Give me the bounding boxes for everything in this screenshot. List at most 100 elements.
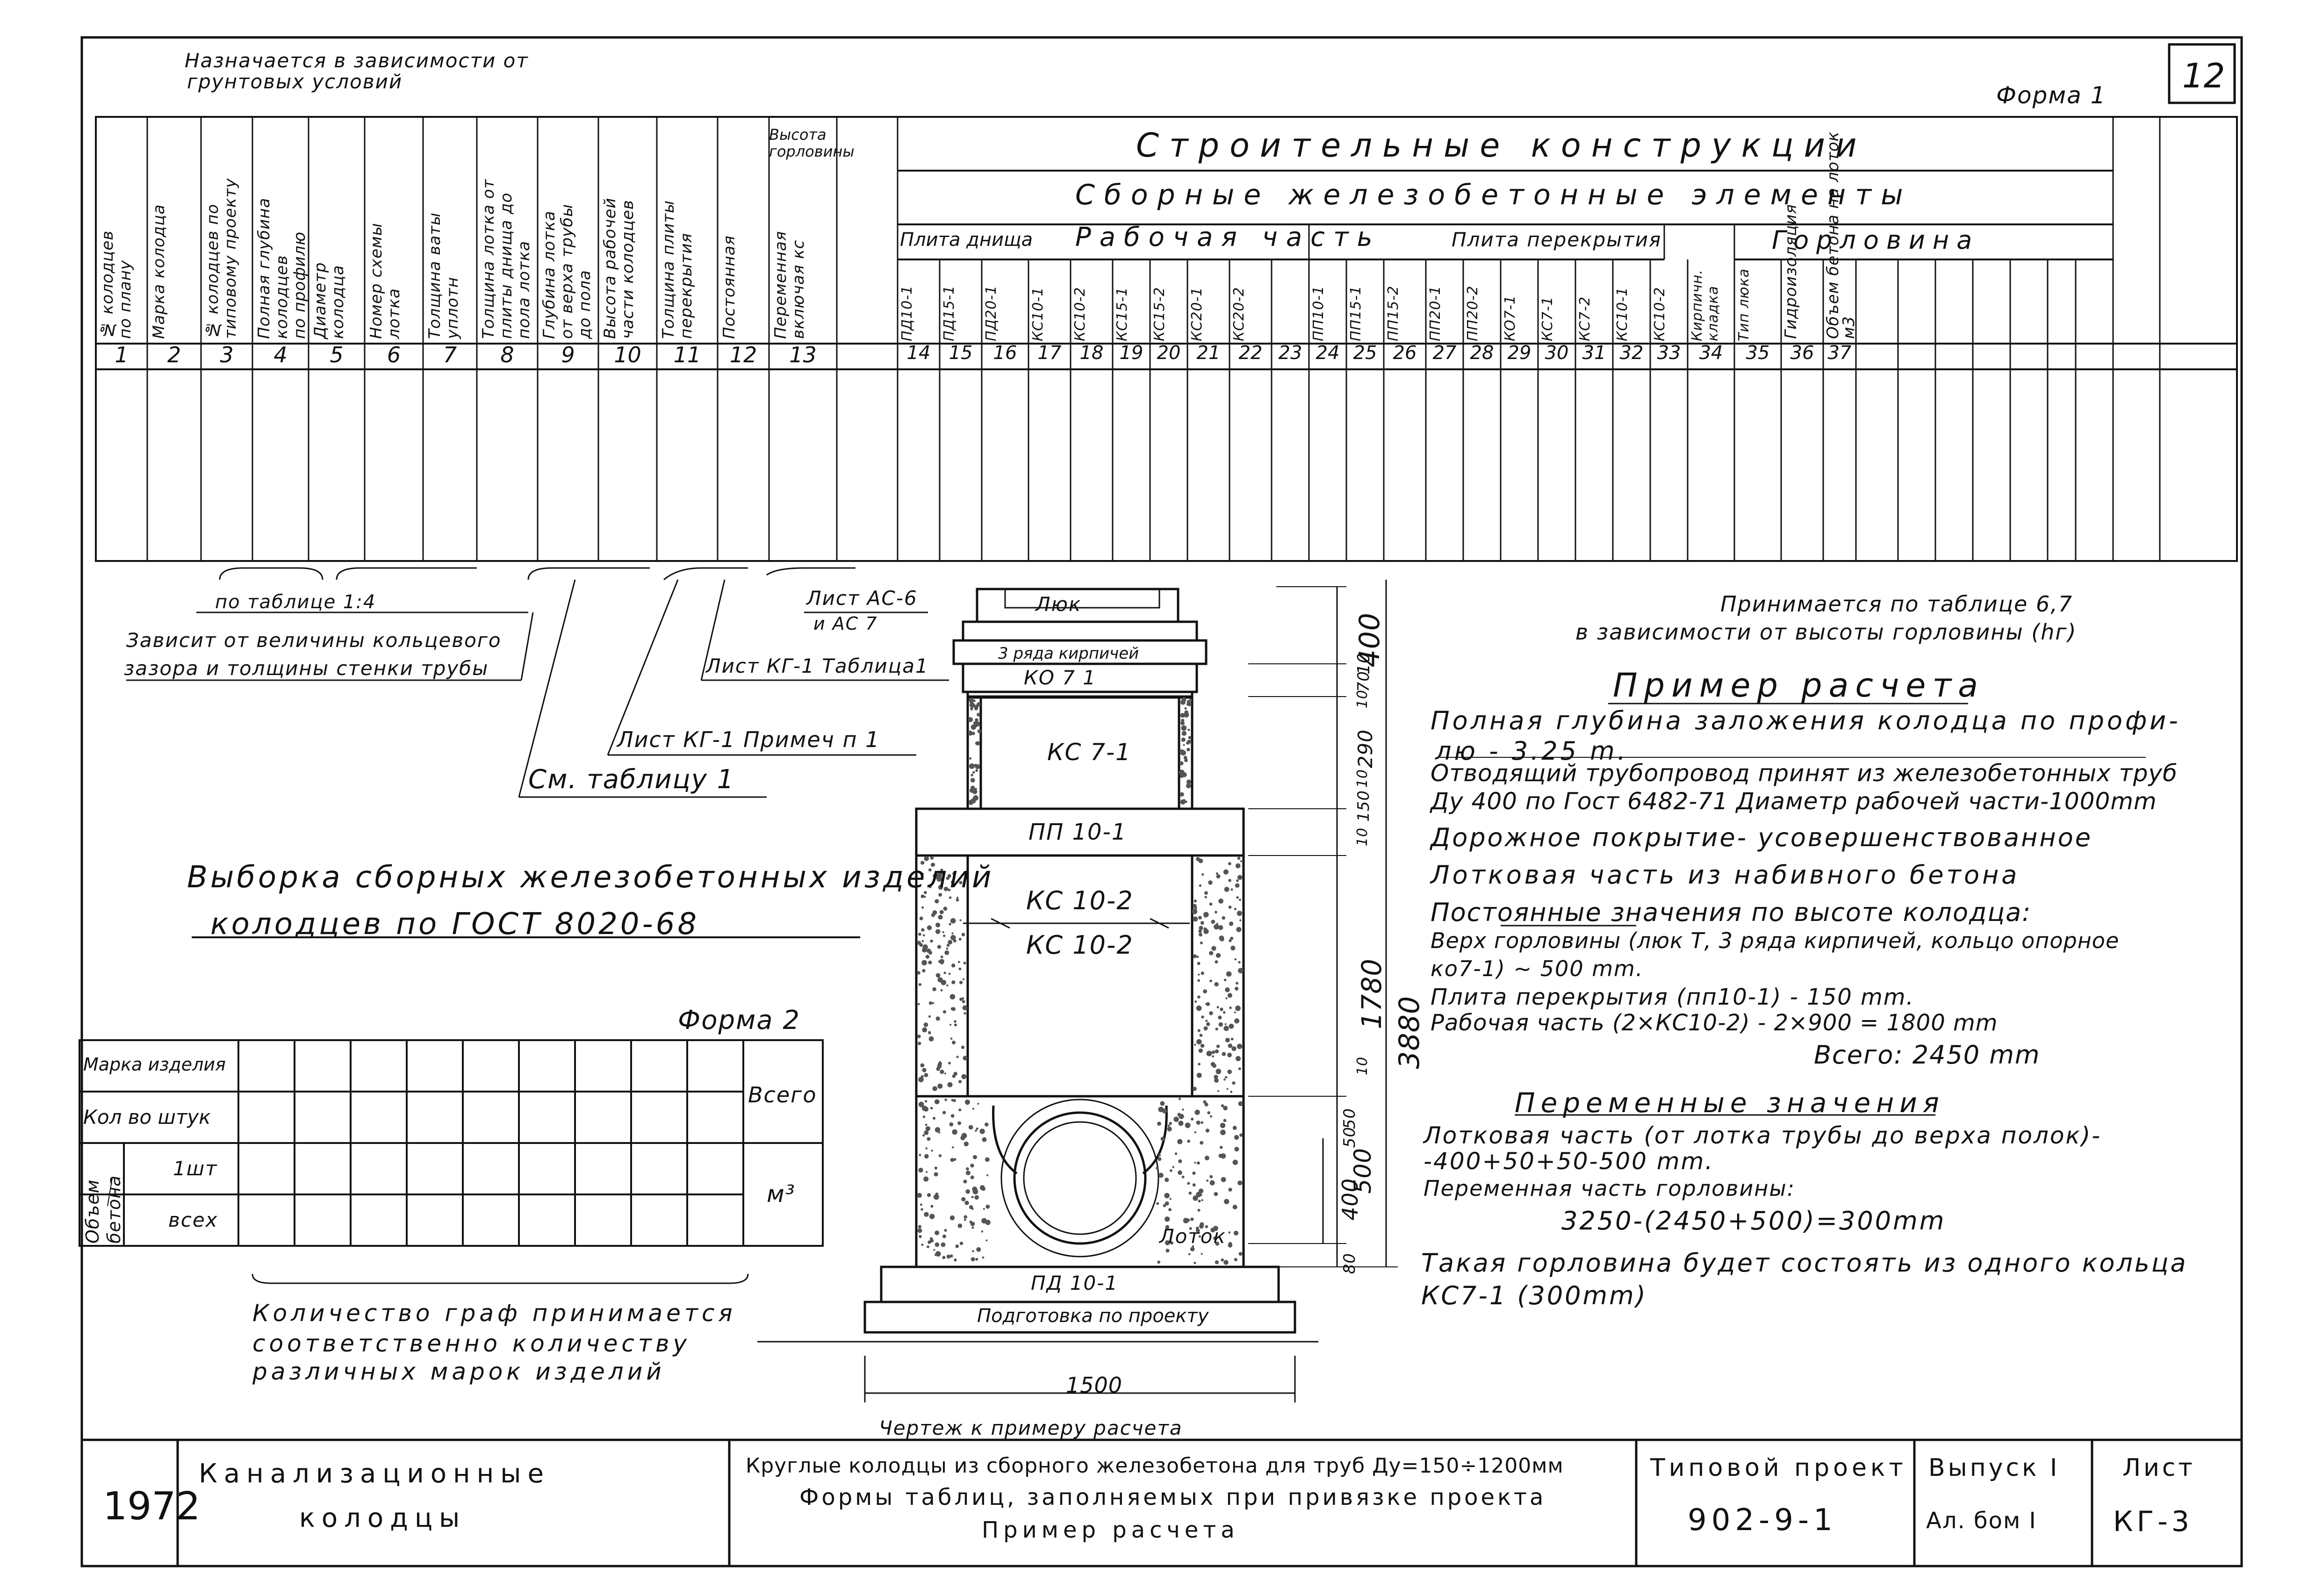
form2-unit: м³: [767, 1180, 796, 1208]
form2-all: всех: [168, 1208, 218, 1231]
dimension-label: 150: [1354, 790, 1373, 822]
tb-title-1: Круглые колодцы из сборного железобетона…: [746, 1454, 1564, 1478]
column-number: 28: [1470, 342, 1494, 364]
group-precast: Сборные железобетонные элементы: [1075, 179, 1913, 211]
column-header-19: КС15-1: [1114, 287, 1130, 341]
example-title: Пример расчета: [1613, 666, 1985, 705]
dimension-label: 50: [1340, 1108, 1359, 1129]
column-header-8: Толщина лотка от плиты днища до пола лот…: [479, 179, 533, 339]
column-number: 3: [220, 342, 234, 367]
callout-depends-1: Зависит от величины кольцевого: [126, 629, 502, 652]
form2-one: 1шт: [173, 1157, 218, 1180]
column-header-16: ПД20-1: [983, 285, 999, 341]
column-number: 37: [1827, 342, 1852, 364]
label-base: ПД 10-1: [1031, 1272, 1119, 1294]
column-header-15: ПД15-1: [941, 285, 957, 341]
column-number: 34: [1699, 342, 1723, 364]
sheet-number: 12: [2182, 56, 2225, 95]
tb-project-no: 902-9-1: [1688, 1503, 1837, 1538]
column-number: 33: [1657, 342, 1681, 364]
dimension-label: 80: [1340, 1253, 1359, 1274]
column-number: 11: [673, 342, 701, 367]
example-line: КС7-1 (300mm): [1421, 1281, 1647, 1310]
example-line: Переменная часть горловины:: [1424, 1176, 1796, 1201]
example-line: Ду 400 по Гост 6482-71 Диаметр рабочей ч…: [1431, 788, 2157, 815]
column-number: 14: [906, 342, 931, 364]
column-header-20: КС15-2: [1151, 287, 1168, 341]
example-line: Плита перекрытия (пп10-1) - 150 mm.: [1431, 984, 1914, 1010]
column-header-34: Кирпичн. кладка: [1689, 269, 1721, 341]
example-line: Всего: 2450 mm: [1814, 1040, 2041, 1070]
column-number: 16: [993, 342, 1017, 364]
column-number: 32: [1619, 342, 1644, 364]
header-note-line1: Назначается в зависимости от: [185, 49, 529, 72]
label-ko: КО 7 1: [1024, 666, 1097, 689]
label-slab: ПП 10-1: [1028, 819, 1127, 845]
form2-label: Форма 2: [678, 1005, 801, 1035]
column-number: 24: [1316, 342, 1340, 364]
column-header-17: КС10-1: [1030, 287, 1046, 341]
column-number: 5: [330, 342, 344, 367]
tb-year: 1972: [103, 1484, 201, 1529]
callout-taken-by-1: Принимается по таблице 6,7: [1720, 591, 2073, 617]
column-number: 2: [167, 342, 181, 367]
label-bricks: 3 ряда кирпичей: [998, 644, 1139, 663]
form2-note-1: Количество граф принимается: [252, 1300, 736, 1327]
dimension-label: 3880: [1393, 996, 1426, 1069]
example-line: Отводящий трубопровод принят из железобе…: [1431, 760, 2178, 787]
tb-title-2: Формы таблиц, заполняемых при привязке п…: [799, 1484, 1546, 1510]
callout-sheet-ac6-2: и АС 7: [813, 613, 878, 634]
example-var-title: Переменные значения: [1515, 1087, 1945, 1119]
column-number: 25: [1353, 342, 1377, 364]
tb-issue-label: Выпуск I: [1928, 1454, 2060, 1482]
column-number: 18: [1079, 342, 1104, 364]
group-neck-height: Высота горловины: [769, 126, 855, 160]
dimension-label: 1500: [1066, 1373, 1123, 1398]
example-line: Рабочая часть (2×КС10-2) - 2×900 = 1800 …: [1431, 1010, 1998, 1036]
group-cover-slab: Плита перекрытия: [1452, 228, 1662, 251]
dimension-label: 290: [1354, 729, 1377, 769]
selection-title-1: Выборка сборных железобетонных изделий: [187, 860, 994, 895]
column-header-28: ПП20-2: [1465, 285, 1481, 341]
example-line: Полная глубина заложения колодца по проф…: [1431, 706, 2181, 735]
column-header-11: Толщина плиты перекрытия: [659, 200, 696, 339]
form2-note-2: соответственно количеству: [252, 1330, 691, 1357]
example-line: 3250-(2450+500)=300mm: [1561, 1206, 1946, 1236]
column-header-9: Глубина лотка от верха трубы до пола: [540, 203, 594, 339]
column-number: 13: [789, 342, 817, 367]
dimension-label: 50: [1340, 1127, 1359, 1148]
column-number: 9: [561, 342, 575, 367]
example-line: Такая горловина будет состоять из одного…: [1421, 1248, 2188, 1278]
dimension-label: 1780: [1356, 958, 1388, 1029]
column-number: 19: [1119, 342, 1143, 364]
tb-sheet-code: КГ-3: [2113, 1505, 2193, 1538]
form2-total: Всего: [748, 1082, 817, 1107]
form1-label: Форма 1: [1996, 82, 2107, 109]
column-header-26: ПП15-2: [1385, 285, 1402, 341]
column-header-3: № колодцев по типовому проекту: [203, 178, 240, 339]
callout-sheet-kg1-note: Лист КГ-1 Примеч п 1: [617, 727, 880, 752]
example-line: ко7-1) ~ 500 mm.: [1431, 956, 1644, 981]
column-header-4: Полная глубина колодцев по профилю: [255, 197, 309, 339]
form2-row-count: Кол во штук: [83, 1106, 211, 1129]
dimension-label: 10: [1354, 827, 1371, 847]
column-number: 10: [614, 342, 641, 367]
example-const-title: Постоянные значения по высоте колодца:: [1431, 898, 2032, 927]
label-prep: Подготовка по проекту: [977, 1305, 1209, 1327]
column-header-36: Гидроизоляция: [1782, 204, 1800, 339]
column-number: 20: [1157, 342, 1181, 364]
dimension-label: 10: [1354, 1057, 1371, 1076]
tb-name-1: Канализационные: [199, 1459, 550, 1489]
column-number: 22: [1238, 342, 1263, 364]
tb-album: Ал. бом I: [1926, 1508, 2037, 1534]
column-header-7: Толщина ваты уплотн: [425, 212, 462, 339]
column-header-25: ПП15-1: [1348, 285, 1364, 341]
column-header-13: Переменная включая кс: [771, 230, 808, 339]
column-header-14: ПД10-1: [899, 285, 915, 341]
label-ring2: КС 10-2: [1026, 930, 1134, 960]
drawing-caption: Чертеж к примеру расчета: [879, 1416, 1183, 1439]
column-header-30: КС7-1: [1539, 296, 1556, 341]
column-number: 23: [1278, 342, 1302, 364]
label-kc7: КС 7-1: [1047, 739, 1131, 766]
